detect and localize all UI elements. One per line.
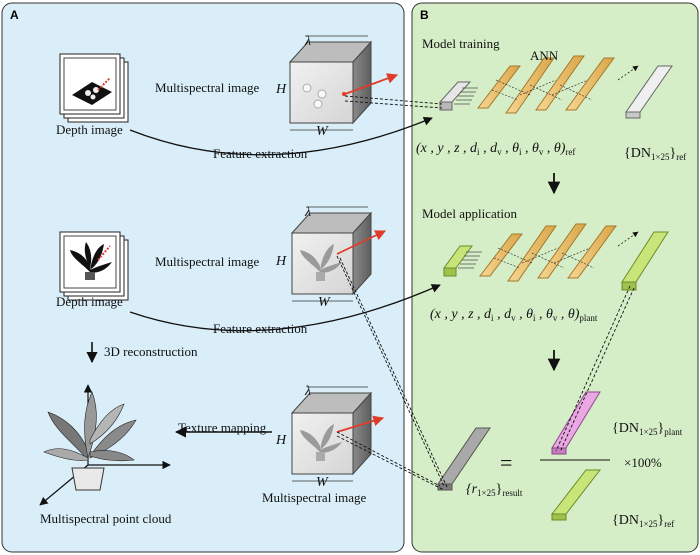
cube3-lambda: λ [305, 384, 312, 399]
cube1-lambda: λ [305, 34, 312, 49]
cube1-w: W [316, 124, 328, 139]
ann-label: ANN [530, 48, 559, 63]
panel-b-letter: B [420, 8, 429, 22]
feature-extraction-arrow-1 [129, 116, 433, 156]
feature-extraction-label-2: Feature extraction [213, 321, 308, 336]
cube2-w: W [318, 295, 330, 310]
depth-image-label-2: Depth image [56, 294, 123, 309]
dn-ref-denominator: {DN1×25}ref [612, 513, 675, 529]
cube3-w: W [316, 475, 328, 490]
model-application-title: Model application [422, 206, 517, 221]
cube2-h: H [276, 254, 287, 269]
point-cloud-label: Multispectral point cloud [40, 511, 172, 526]
multispectral-cube-1 [288, 35, 399, 131]
equals-sign: = [500, 450, 513, 475]
dn-plant-numerator: {DN1×25}plant [612, 421, 683, 437]
multispectral-image-label-3: Multispectral image [262, 490, 367, 505]
cube3-h: H [276, 433, 287, 448]
dn-ref-output: {DN1×25}ref [624, 146, 687, 162]
feature-extraction-arrow-2 [129, 284, 441, 332]
r-result: {r1×25}result [466, 482, 523, 498]
features-ref: (x , y , z , di , dv , θi , θv , θ)ref [416, 141, 576, 157]
features-plant: (x , y , z , di , dv , θi , θv , θ)plant [430, 307, 598, 323]
multispectral-cube-2 [290, 206, 386, 302]
point-cloud-plant [39, 384, 171, 506]
dashed-connectors [336, 95, 635, 491]
multispectral-image-label-2: Multispectral image [155, 254, 260, 269]
depth-image-stack-2 [59, 231, 129, 301]
cube2-lambda: λ [305, 205, 312, 220]
feature-extraction-label-1: Feature extraction [213, 146, 308, 161]
multispectral-image-label-1: Multispectral image [155, 80, 260, 95]
panel-b-background [411, 2, 699, 553]
ann-application [443, 223, 669, 291]
panel-a-letter: A [10, 8, 19, 22]
cube1-h: H [276, 82, 287, 97]
ann-training [438, 55, 673, 119]
multispectral-cube-3 [290, 386, 385, 482]
model-training-title: Model training [422, 36, 500, 51]
percent-factor: ×100% [624, 455, 662, 470]
depth-image-stack-1 [59, 53, 129, 123]
depth-image-label-1: Depth image [56, 122, 123, 137]
texture-mapping-label: Texture mapping [178, 420, 267, 435]
reconstruction-label: 3D reconstruction [104, 344, 198, 359]
